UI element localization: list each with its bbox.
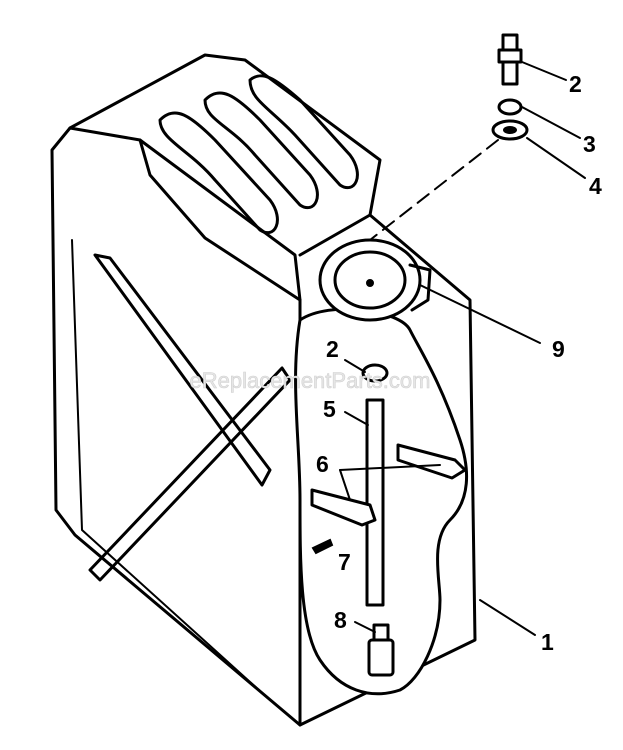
front-groove [71, 239, 271, 701]
vent-fitting-hex [497, 48, 523, 64]
callout-6: 6 [316, 451, 329, 477]
x-brace-1 [93, 253, 272, 487]
callouts: 2 3 4 9 2 5 6 7 8 1 [316, 71, 602, 655]
can-front-face [50, 126, 302, 727]
cap-lug [408, 263, 432, 312]
assembly-line [369, 139, 499, 241]
leader-6b [339, 469, 351, 501]
callout-1: 1 [541, 629, 554, 655]
vent-assembly [369, 33, 529, 241]
handle-slot-3 [248, 74, 359, 190]
vent-washer [497, 98, 523, 116]
callout-7: 7 [338, 549, 351, 575]
callout-2-mid: 2 [326, 336, 339, 362]
callout-2-top: 2 [569, 71, 582, 97]
screw [311, 538, 334, 555]
leader-2-mid [344, 359, 366, 373]
leader-3 [521, 106, 581, 139]
callout-5: 5 [323, 396, 336, 422]
x-brace-2 [88, 366, 292, 582]
fitting-neck [372, 623, 390, 642]
vent-gasket-hole [503, 126, 517, 134]
callout-9: 9 [552, 336, 565, 362]
vent-fitting-stem [501, 60, 519, 86]
fitting-body [367, 638, 395, 677]
watermark: eReplacementParts.com [190, 368, 431, 393]
leader-4 [526, 137, 586, 179]
internal-parts [310, 363, 467, 677]
can-top-ridge [68, 53, 382, 217]
handle-slot-2 [203, 91, 319, 210]
callout-4: 4 [589, 173, 602, 199]
handle-slot-1 [158, 111, 279, 235]
inner-washer [361, 363, 389, 383]
leader-8 [354, 621, 376, 633]
callout-3: 3 [583, 131, 596, 157]
can-top-edge [138, 138, 302, 302]
bracket-left [310, 488, 377, 527]
bracket-right [396, 443, 467, 480]
leader-1 [479, 599, 536, 636]
pickup-tube [365, 398, 385, 607]
leader-9 [419, 284, 541, 344]
filler-cap [318, 238, 432, 322]
callout-8: 8 [334, 607, 347, 633]
leader-2-top [521, 61, 567, 81]
leader-5 [344, 411, 369, 426]
cap-center-hole [366, 279, 374, 287]
leader-lines [339, 61, 586, 636]
leader-6a [339, 464, 441, 471]
